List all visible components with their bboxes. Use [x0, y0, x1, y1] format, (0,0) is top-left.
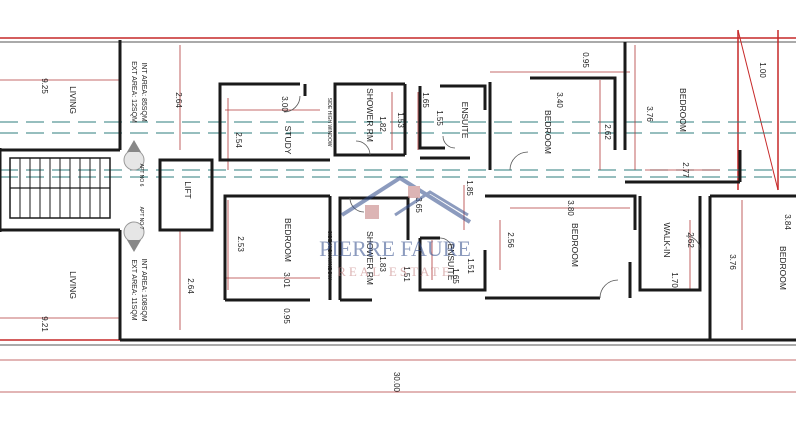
- dim-0-95-bottom: 0.95: [282, 308, 291, 324]
- dim-2-64-top: 2.64: [174, 92, 183, 108]
- dim-9-21: 9.21: [40, 316, 49, 332]
- room-bedroom-mid-left: BEDROOM: [283, 218, 293, 262]
- side-window-bottom: SIDE HIGH WINDOW: [326, 231, 332, 280]
- dim-1-65-top: 1.65: [421, 92, 430, 108]
- dim-2-56: 2.56: [506, 232, 515, 248]
- apt6-ext-area: EXT AREA: 12SQM: [130, 61, 137, 123]
- dim-3-00: 3.00: [280, 96, 289, 112]
- dim-1-85: 1.85: [465, 180, 474, 196]
- dim-1-51-left: 1.51: [402, 266, 411, 282]
- dimension-labels: 9.25 9.21 2.64 2.64 3.00 2.54 1.82 1.53 …: [40, 52, 792, 392]
- dim-2-77: 2.77: [681, 162, 690, 178]
- room-walk-in: WALK-IN: [662, 222, 672, 257]
- watermark-name: PIERRE FAURE: [319, 236, 471, 261]
- room-lift: LIFT: [183, 181, 193, 198]
- watermark-sub: REAL ESTATE: [337, 264, 453, 279]
- dim-3-76-bottom: 3.76: [728, 254, 737, 270]
- room-bedroom-top-right: BEDROOM: [678, 88, 688, 132]
- dim-1-70: 1.70: [670, 272, 679, 288]
- watermark-logo: PIERRE FAURE REAL ESTATE: [319, 175, 472, 279]
- apt6-int-area: INT AREA: 85SQM: [140, 62, 147, 122]
- interior-walls: [158, 42, 796, 340]
- apt7-label: APT NO 7: [138, 207, 144, 230]
- house-roof-icon: [340, 175, 472, 224]
- area-notes: INT AREA: 85SQM EXT AREA: 12SQM APT NO 6…: [130, 61, 332, 322]
- room-shower-bottom: SHOWER RM: [365, 231, 375, 285]
- apt7-int-area: INT AREA: 108SQM: [140, 258, 147, 321]
- dim-1-65-bottom: 1.65: [451, 268, 460, 284]
- dim-2-53: 2.53: [236, 236, 245, 252]
- apt7-ext-area: EXT AREA: 11SQM: [130, 259, 137, 320]
- apartment-markers: [123, 140, 145, 252]
- staircase: [9, 157, 111, 219]
- dim-1-53: 1.53: [396, 112, 405, 128]
- dim-2-54: 2.54: [234, 132, 243, 148]
- room-living-bottom: LIVING: [68, 271, 78, 299]
- room-shower-top: SHOWER RM: [365, 88, 375, 142]
- dim-3-40: 3.40: [555, 92, 564, 108]
- dim-0-95-top: 0.95: [581, 52, 590, 68]
- dimension-lines: [0, 45, 796, 393]
- dim-1-51-right: 1.51: [466, 258, 475, 274]
- dim-1-55: 1.55: [435, 110, 444, 126]
- dim-3-65: 3.65: [414, 197, 423, 213]
- window-icon: [365, 205, 379, 219]
- dim-1-83: 1.83: [378, 256, 387, 272]
- dim-3-80: 3.80: [566, 200, 575, 216]
- room-ensuite-bottom: ENSUITE: [446, 244, 456, 281]
- dim-1-00: 1.00: [758, 62, 767, 78]
- dim-3-84: 3.84: [783, 214, 792, 230]
- dim-2-62-top: 2.62: [603, 124, 612, 140]
- dim-3-76-top: 3.76: [645, 106, 654, 122]
- room-study: STUDY: [283, 126, 293, 155]
- dim-30-00: 30.00: [392, 372, 401, 393]
- side-window-top: SIDE HIGH WINDOW: [326, 98, 332, 147]
- room-bedroom-top-center: BEDROOM: [543, 110, 553, 154]
- dim-3-01: 3.01: [282, 272, 291, 288]
- apt6-label: APT NO 6: [138, 164, 144, 187]
- room-labels: LIVING LIVING STUDY LIFT BEDROOM SHOWER …: [68, 86, 788, 299]
- room-bedroom-bottom-right: BEDROOM: [778, 246, 788, 290]
- room-ensuite-top: ENSUITE: [460, 102, 470, 139]
- dim-2-62-bottom: 2.62: [686, 232, 695, 248]
- dim-9-25: 9.25: [40, 78, 49, 94]
- exterior-walls: [0, 40, 796, 342]
- dim-1-82: 1.82: [378, 116, 387, 132]
- room-living-top: LIVING: [68, 86, 78, 114]
- room-bedroom-bottom-center: BEDROOM: [570, 223, 580, 267]
- dim-2-64-bottom: 2.64: [186, 278, 195, 294]
